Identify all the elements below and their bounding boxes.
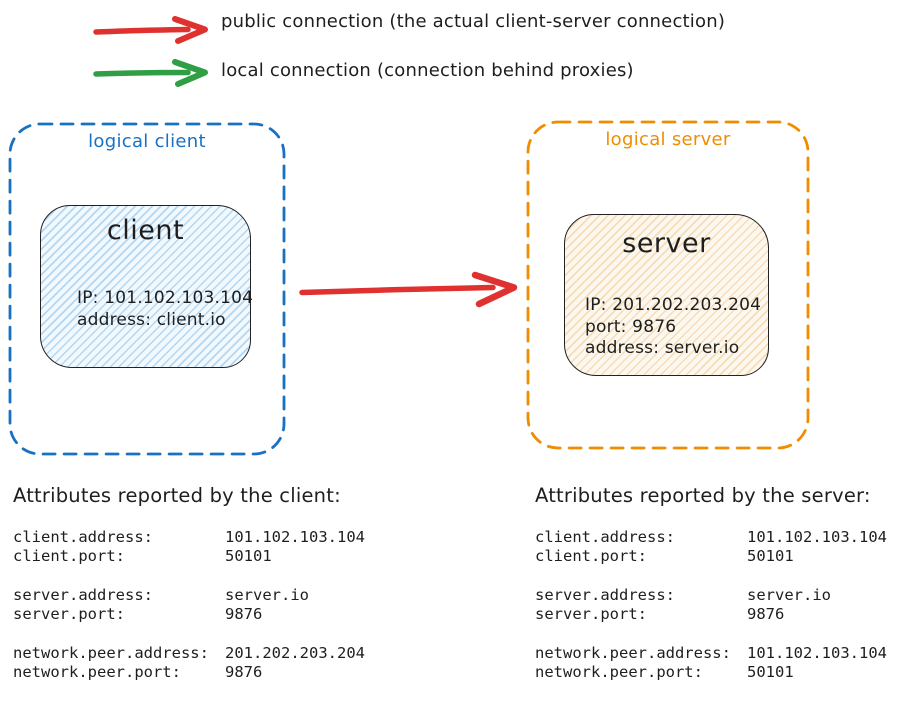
attribute-key: network.peer.port: <box>13 663 181 681</box>
local-connection-legend-label: local connection (connection behind prox… <box>221 60 634 81</box>
client-to-server-arrow-icon <box>299 271 518 308</box>
client-node: client IP: 101.102.103.104 address: clie… <box>40 205 253 368</box>
attribute-value: 201.202.203.204 <box>225 644 365 662</box>
attribute-value: 101.102.103.104 <box>747 644 887 662</box>
attribute-key: server.port: <box>13 605 125 623</box>
attribute-row: client.port: 50101 <box>13 547 393 566</box>
attribute-row: network.peer.address: 201.202.203.204 <box>13 644 393 663</box>
server-node-title: server <box>622 228 711 259</box>
logical-server-border <box>526 120 810 450</box>
attribute-row: server.port: 9876 <box>13 605 393 624</box>
attribute-row: server.address: server.io <box>535 586 900 605</box>
attribute-row: client.address: 101.102.103.104 <box>535 528 900 547</box>
server-attr-group-network: network.peer.address: 101.102.103.104 net… <box>535 644 900 682</box>
attribute-row: client.port: 50101 <box>535 547 900 566</box>
attribute-key: network.peer.address: <box>13 644 209 662</box>
client-node-details: IP: 101.102.103.104 address: client.io <box>77 288 253 331</box>
client-node-title: client <box>106 215 185 246</box>
attribute-value: 101.102.103.104 <box>225 528 365 546</box>
attribute-key: server.address: <box>535 586 675 604</box>
client-attr-group-network: network.peer.address: 201.202.203.204 net… <box>13 644 393 682</box>
client-ip-line: IP: 101.102.103.104 <box>77 288 254 308</box>
server-attr-group-server: server.address: server.io server.port: 987… <box>535 586 900 624</box>
attribute-value: 9876 <box>225 605 263 623</box>
attribute-key: network.peer.port: <box>535 663 703 681</box>
local-connection-arrow-icon <box>93 59 208 87</box>
server-attr-group-client: client.address: 101.102.103.104 client.po… <box>535 528 900 566</box>
server-attributes-heading: Attributes reported by the server: <box>535 484 871 507</box>
attribute-key: network.peer.address: <box>535 644 731 662</box>
attribute-row: server.port: 9876 <box>535 605 900 624</box>
attribute-key: server.port: <box>535 605 647 623</box>
logical-server-label: logical server <box>605 129 731 150</box>
attribute-row: server.address: server.io <box>13 586 393 605</box>
client-attr-group-client: client.address: 101.102.103.104 client.po… <box>13 528 393 566</box>
attribute-key: client.address: <box>13 528 153 546</box>
public-connection-legend-label: public connection (the actual client-ser… <box>221 11 726 32</box>
server-port-line: port: 9876 <box>585 316 677 337</box>
server-node-details: IP: 201.202.203.204 port: 9876 address: … <box>585 295 761 360</box>
attribute-row: network.peer.port: 9876 <box>13 663 393 682</box>
attribute-value: 9876 <box>225 663 263 681</box>
attribute-key: client.address: <box>535 528 675 546</box>
attribute-value: 50101 <box>747 663 794 681</box>
server-ip-line: IP: 201.202.203.204 <box>585 295 762 315</box>
attribute-value: 9876 <box>747 605 785 623</box>
client-address-line: address: client.io <box>77 309 226 330</box>
attribute-row: client.address: 101.102.103.104 <box>13 528 393 547</box>
server-node: server IP: 201.202.203.204 port: 9876 ad… <box>564 214 769 376</box>
attribute-value: 50101 <box>747 547 794 565</box>
attribute-key: server.address: <box>13 586 153 604</box>
attribute-row: network.peer.port: 50101 <box>535 663 900 682</box>
attribute-value: 101.102.103.104 <box>747 528 887 546</box>
attribute-row: network.peer.address: 101.102.103.104 <box>535 644 900 663</box>
attribute-value: server.io <box>747 586 831 604</box>
server-address-line: address: server.io <box>585 338 740 358</box>
attribute-value: server.io <box>225 586 309 604</box>
attribute-value: 50101 <box>225 547 272 565</box>
client-attr-group-server: server.address: server.io server.port: 987… <box>13 586 393 624</box>
attribute-key: client.port: <box>535 547 647 565</box>
logical-client-label: logical client <box>88 131 206 152</box>
client-attributes-heading: Attributes reported by the client: <box>13 484 341 507</box>
logical-client-border <box>8 122 286 456</box>
client-attributes-section: Attributes reported by the client: clien… <box>13 484 393 702</box>
server-attributes-section: Attributes reported by the server: clien… <box>535 484 900 702</box>
attribute-key: client.port: <box>13 547 125 565</box>
public-connection-arrow-icon <box>93 16 208 44</box>
